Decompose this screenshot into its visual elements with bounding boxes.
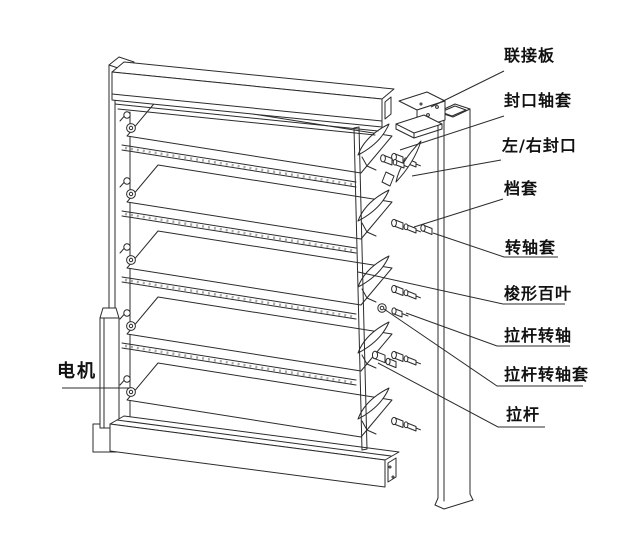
label-spindle-louver: 梭形百叶 (504, 284, 573, 303)
leader-stop-sleeve (413, 198, 504, 228)
leader-tie-rod-shaft-sleeve (383, 308, 583, 387)
label-left-right-seal: 左/右封口 (502, 136, 577, 155)
label-stop-sleeve: 档套 (504, 179, 539, 198)
leader-connection-plate (430, 70, 505, 108)
label-shaft-sleeve: 转轴套 (505, 238, 557, 257)
leader-left-right-seal (411, 159, 502, 177)
leader-shaft-sleeve (432, 232, 558, 258)
pull-rod-rail (353, 126, 368, 451)
tie-rod-pivot-parts (377, 303, 409, 318)
tie-rod-parts (371, 350, 397, 369)
right-mullion-post (434, 103, 474, 510)
label-seal-shaft-sleeve: 封口轴套 (504, 91, 573, 110)
label-tie-rod: 拉杆 (506, 405, 541, 424)
top-rail (111, 61, 395, 136)
motor-box (99, 307, 120, 429)
louver-blades (119, 98, 421, 438)
label-tie-rod-shaft-sleeve: 拉杆转轴套 (504, 365, 590, 384)
leader-tie-rod (377, 362, 545, 428)
seal-hardware (380, 140, 422, 187)
leader-lines (62, 70, 583, 428)
label-connection-plate: 联接板 (504, 46, 556, 65)
leader-spindle-louver (357, 271, 565, 305)
leader-tie-rod-shaft (405, 312, 570, 347)
shaft-sleeve-part (420, 224, 433, 235)
label-motor: 电机 (57, 361, 97, 382)
leader-seal-shaft-sleeve (399, 115, 505, 151)
bottom-rail (109, 415, 400, 488)
connection-plate-part (395, 91, 446, 139)
label-tie-rod-shaft: 拉杆转轴 (504, 326, 573, 345)
